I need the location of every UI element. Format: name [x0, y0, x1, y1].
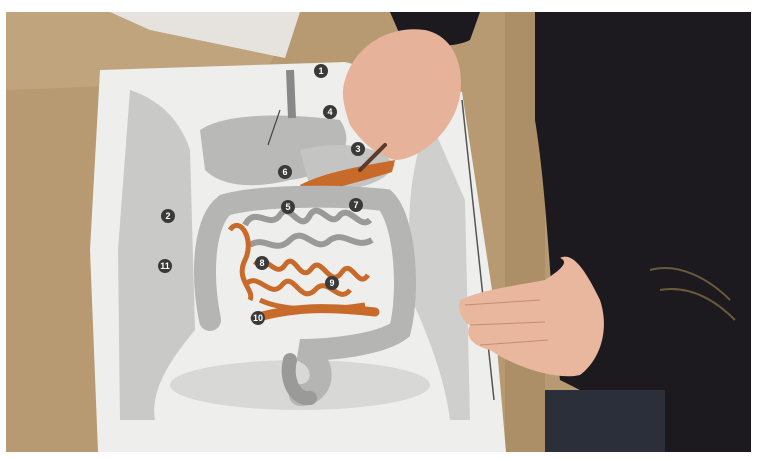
callout-number: 5	[285, 202, 290, 212]
esophagus-tube	[290, 70, 292, 118]
callout-number: 8	[259, 258, 264, 268]
callout-number: 10	[253, 313, 263, 323]
callout-number: 3	[355, 144, 360, 154]
callout-number: 4	[327, 107, 332, 117]
callout-number: 1	[318, 66, 323, 76]
callout-number: 11	[160, 261, 170, 271]
callout-number: 2	[165, 211, 170, 221]
callout-number: 9	[329, 278, 334, 288]
callout-number: 7	[353, 200, 358, 210]
jacket-sleeve-lower	[545, 390, 665, 452]
callout-number: 6	[282, 167, 287, 177]
